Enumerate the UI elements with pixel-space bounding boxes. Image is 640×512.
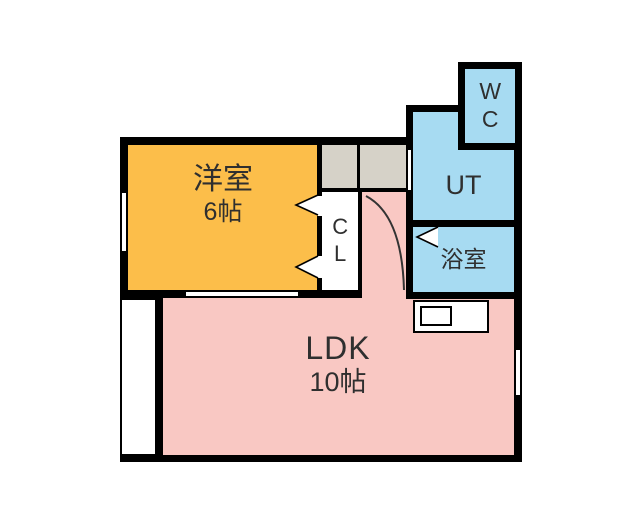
wall-right-main bbox=[514, 105, 522, 462]
wall-storage-bottom bbox=[320, 188, 406, 192]
closet-door-marker-upper-icon bbox=[294, 194, 319, 216]
western-room-size: 6帖 bbox=[203, 197, 243, 226]
western-room-label: 洋室 6帖 bbox=[128, 163, 318, 226]
wall-closet-left-bottom bbox=[317, 278, 322, 298]
wall-bathroom-bottom bbox=[406, 292, 522, 299]
wall-bottom bbox=[120, 455, 522, 462]
kitchen-sink bbox=[420, 306, 452, 326]
western-room-name: 洋室 bbox=[193, 163, 253, 196]
window-western-bottom bbox=[186, 290, 298, 298]
wall-ldk-left bbox=[155, 290, 163, 462]
utility-label: UT bbox=[445, 170, 482, 201]
wall-utility-bathroom bbox=[406, 220, 522, 227]
closet-label: CL bbox=[327, 214, 353, 268]
closet-area bbox=[322, 192, 358, 290]
wall-hall-right bbox=[406, 105, 413, 298]
utility-label-box: UT bbox=[413, 150, 514, 222]
wall-storage-divider bbox=[357, 143, 360, 188]
balcony bbox=[120, 298, 157, 456]
bathroom-label: 浴室 bbox=[440, 246, 487, 273]
closet-label-box: CL bbox=[322, 194, 358, 288]
bathroom-label-box: 浴室 bbox=[413, 227, 514, 292]
window-ldk-right bbox=[514, 350, 522, 395]
closet-door-marker-lower-icon bbox=[294, 255, 319, 279]
door-opening-utility bbox=[406, 150, 413, 190]
window-western-left bbox=[120, 193, 128, 251]
bathroom-door-marker-icon bbox=[415, 226, 439, 248]
wall-utility-top bbox=[406, 105, 466, 112]
door-swing-arc bbox=[365, 195, 405, 291]
wall-top bbox=[120, 137, 413, 145]
kitchen-counter bbox=[413, 300, 489, 333]
wall-closet-left-top bbox=[317, 143, 322, 196]
ldk-name: LDK bbox=[305, 330, 371, 366]
wall-closet-left-mid bbox=[317, 216, 322, 256]
ldk-size: 10帖 bbox=[309, 366, 367, 397]
toilet-label: WC bbox=[477, 78, 504, 134]
room-toilet: WC bbox=[458, 62, 522, 150]
storage-area bbox=[320, 143, 406, 190]
ldk-label: LDK 10帖 bbox=[162, 330, 514, 398]
room-western bbox=[128, 145, 318, 290]
wall-closet-right bbox=[358, 190, 362, 290]
